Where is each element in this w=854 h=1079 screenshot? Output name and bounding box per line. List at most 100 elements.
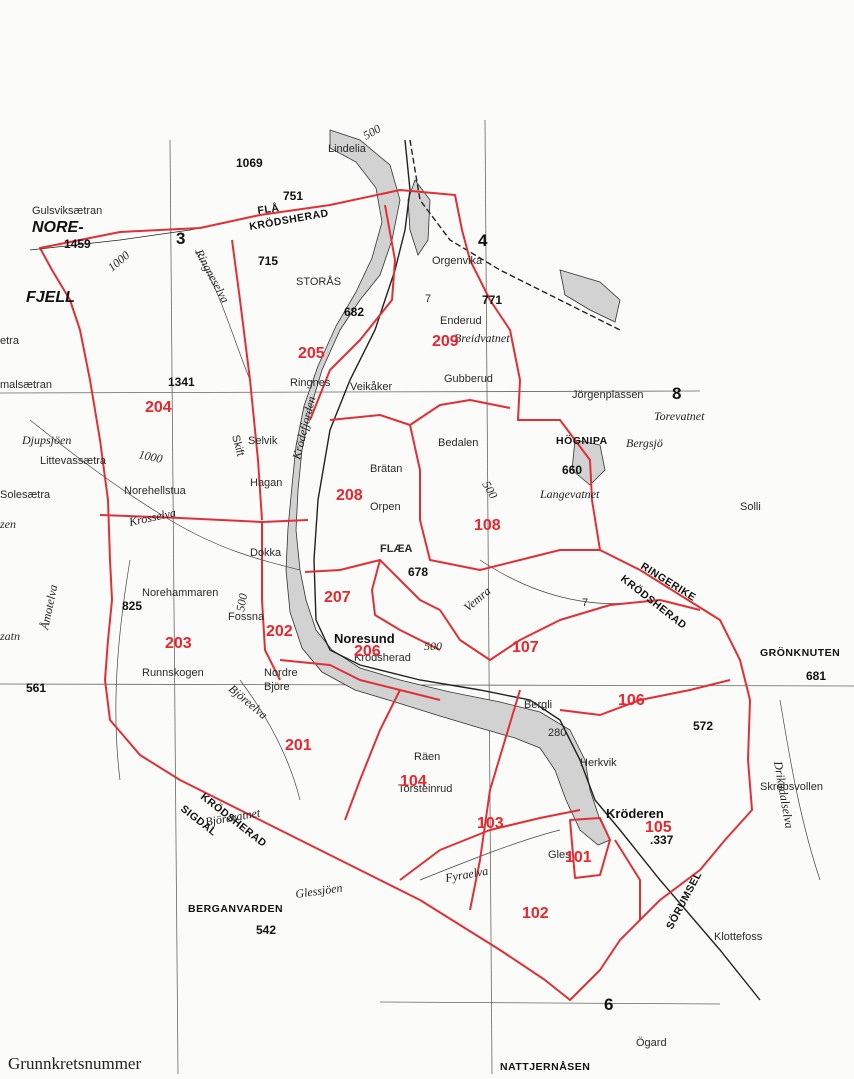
height-label: 572	[693, 719, 713, 733]
place-label: Enderud	[440, 315, 482, 327]
area-number: 203	[165, 635, 192, 652]
place-label: etra	[0, 335, 20, 347]
place-label: Dokka	[250, 547, 282, 559]
area-number: 108	[474, 517, 501, 534]
inner-boundary	[329, 399, 511, 426]
boundaries	[39, 189, 753, 1001]
area-number: 106	[618, 692, 645, 709]
place-label: Krödsherad	[354, 652, 411, 664]
road-number: 7	[582, 597, 588, 609]
river	[239, 679, 301, 801]
inner-boundary	[559, 679, 731, 716]
area-number: 202	[266, 623, 293, 640]
area-number: 102	[522, 905, 549, 922]
river	[115, 559, 131, 781]
area-number: 205	[298, 345, 325, 362]
place-label: Ringnes	[290, 377, 331, 389]
inner-boundary	[304, 559, 441, 611]
inner-boundary	[371, 559, 441, 651]
place-label: Torsteinrud	[398, 783, 452, 795]
inner-boundary	[569, 817, 611, 879]
railway	[409, 139, 621, 331]
water-label: Torevatnet	[654, 409, 705, 423]
place-label: Ögard	[636, 1037, 667, 1049]
road-number: 280	[548, 727, 566, 739]
place-label: Herkvik	[580, 757, 617, 769]
area-number: 101	[565, 849, 592, 866]
place-label: Gulsviksætran	[32, 205, 102, 217]
place-label: Fossna	[228, 611, 265, 623]
water-label: Fyraelva	[443, 864, 489, 885]
area-number: 107	[512, 639, 539, 656]
place-label: malsætran	[0, 379, 52, 391]
contour-label: 500	[479, 479, 500, 502]
contour-label: 500	[233, 592, 250, 612]
place-label: Selvik	[248, 435, 278, 447]
place-label: Norehammaren	[142, 587, 218, 599]
river	[419, 829, 561, 881]
height-label: 771	[482, 293, 502, 307]
inner-boundary	[261, 522, 281, 681]
contour-label: 500	[361, 121, 384, 142]
town-label: Noresund	[334, 631, 395, 646]
river	[29, 419, 301, 571]
lakes	[285, 129, 621, 846]
place-label: Björe	[264, 681, 290, 693]
height-label: 660	[562, 463, 582, 477]
inner-boundary	[399, 809, 581, 881]
inner-boundary	[439, 599, 701, 661]
place-label: HÖGNIPA	[556, 434, 608, 447]
place-label: Hagan	[250, 477, 282, 489]
map-caption: Grunnkretsnummer	[8, 1054, 142, 1073]
water-label: Breidvatnet	[454, 331, 510, 345]
area-number: 105	[645, 819, 672, 836]
place-label: FLÆA	[380, 543, 412, 555]
place-label: Solesætra	[0, 489, 51, 501]
rivers	[29, 249, 821, 881]
place-label: Norehellstua	[124, 485, 187, 497]
main-road	[313, 139, 761, 1001]
bergsjo-lake	[571, 439, 606, 486]
river	[194, 249, 251, 381]
grid-number: 6	[604, 995, 613, 1014]
grid-line	[379, 1001, 721, 1005]
heights: 1069 751 1459 715 682 771 1341 660 678 8…	[26, 121, 826, 937]
outer-boundary	[39, 189, 753, 1001]
place-label: Jörgenplassen	[572, 389, 644, 401]
grid-line	[0, 683, 854, 687]
water-label: SÖRUMSEL	[663, 869, 704, 931]
inner-boundary	[99, 514, 309, 523]
place-label: Veikåker	[350, 381, 393, 393]
place-label: Brätan	[370, 463, 402, 475]
place-label: Klottefoss	[714, 931, 763, 943]
place-label: Skift	[229, 434, 246, 458]
place-label: Bedalen	[438, 437, 478, 449]
place-label: NORE-	[32, 219, 84, 236]
inner-boundary	[409, 424, 600, 571]
place-label: Littevassætra	[40, 455, 107, 467]
height-label: 715	[258, 254, 278, 268]
inner-boundary	[614, 839, 641, 920]
grid-lines	[0, 119, 854, 1075]
place-label: Orpen	[370, 501, 401, 513]
height-label: 542	[256, 923, 276, 937]
place-label: Runnskogen	[142, 667, 204, 679]
area-number: 206	[354, 643, 381, 660]
place-label: Bergli	[524, 699, 552, 711]
place-label: zatn	[0, 629, 20, 643]
inner-boundary	[469, 689, 521, 911]
place-label: zen	[0, 517, 16, 531]
grid-line	[169, 139, 179, 1075]
place-label: NATTJERNÅSEN	[500, 1060, 590, 1073]
water-label: Krödefjorden	[289, 395, 318, 462]
municipality-label: FLÅ	[257, 201, 281, 217]
krodefjorden-lake	[285, 129, 611, 846]
height-label: 1459	[64, 237, 91, 251]
height-label: 678	[408, 565, 428, 579]
place-label: Orgenvika	[432, 255, 483, 267]
place-label: Nordre	[264, 667, 298, 679]
town-label: Kröderen	[606, 806, 664, 821]
height-label: 561	[26, 681, 46, 695]
place-labels: NORE- FJELL Gulsviksætran Lindelia STORÅ…	[0, 143, 840, 1073]
